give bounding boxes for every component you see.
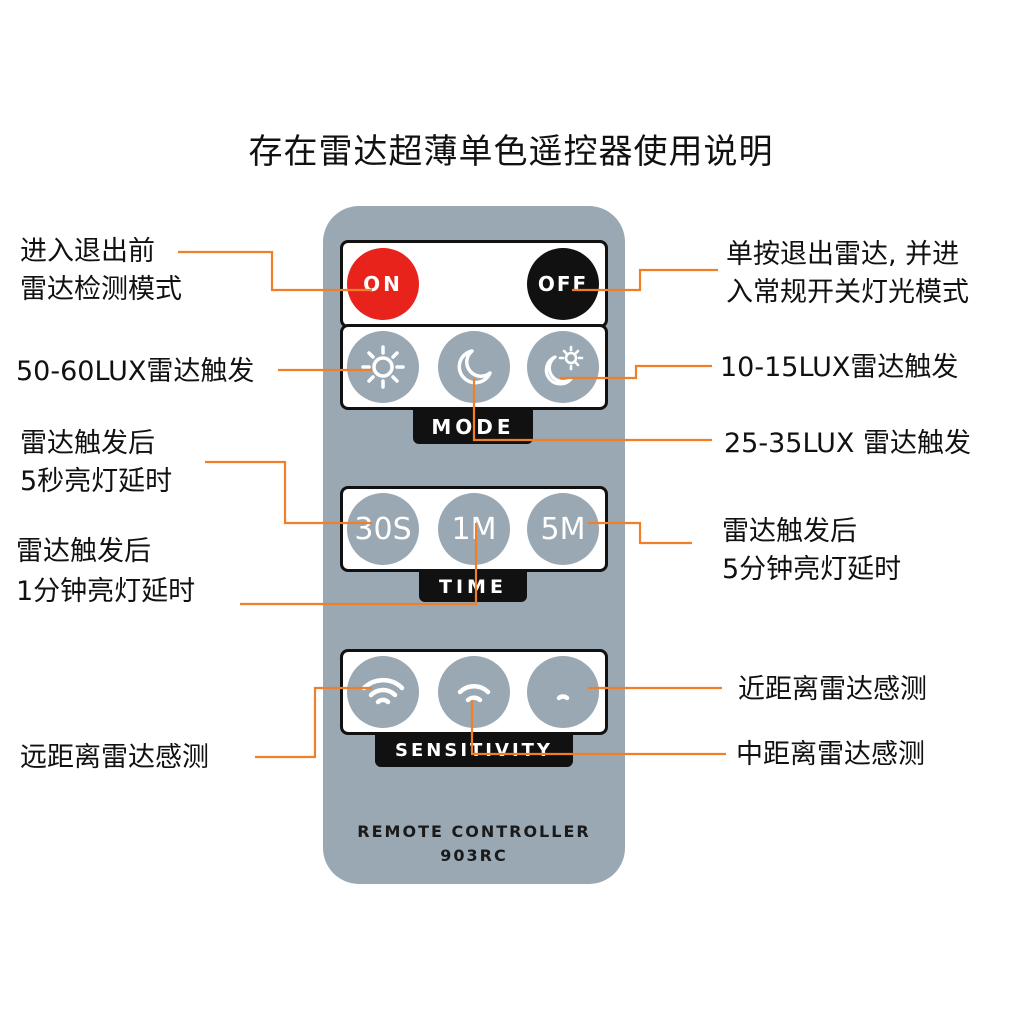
- remote-controller-body: ON OFF: [323, 206, 625, 884]
- mode-sun-button[interactable]: [347, 331, 419, 403]
- annotation-mode-sun: 50-60LUX雷达触发: [16, 356, 255, 387]
- model-number: 903RC: [440, 846, 508, 865]
- annotation-sens-mid: 中距离雷达感测: [736, 739, 925, 770]
- annotation-time-5m-line1: 雷达触发后: [722, 516, 857, 547]
- annotation-on-line2: 雷达检测模式: [20, 274, 182, 305]
- time-1m-label: 1M: [451, 511, 497, 547]
- annotation-on-line1: 进入退出前: [20, 236, 155, 267]
- leader-time-30s: [205, 460, 372, 525]
- time-30s-label: 30S: [354, 511, 412, 547]
- annotation-mode-moon: 25-35LUX 雷达触发: [724, 428, 971, 459]
- off-button-label: OFF: [537, 272, 589, 296]
- moon-icon: [457, 349, 492, 385]
- leader-sens-far: [255, 686, 372, 759]
- model-name: REMOTE CONTROLLER: [357, 822, 591, 841]
- annotation-time-1m-line2: 1分钟亮灯延时: [16, 576, 196, 607]
- sensitivity-near-button[interactable]: [527, 656, 599, 728]
- on-button-label: ON: [363, 272, 403, 296]
- wifi-weak-icon: [556, 694, 570, 701]
- leader-off: [572, 268, 718, 292]
- time-1m-button[interactable]: 1M: [438, 493, 510, 565]
- annotation-off-line2: 入常规开关灯光模式: [726, 277, 969, 308]
- time-30s-button[interactable]: 30S: [347, 493, 419, 565]
- sun-icon: [361, 345, 405, 389]
- annotation-mode-moon-sun: 10-15LUX雷达触发: [720, 352, 959, 383]
- wifi-medium-icon: [457, 684, 491, 703]
- on-button[interactable]: ON: [347, 248, 419, 320]
- sensitivity-far-button[interactable]: [347, 656, 419, 728]
- time-5m-label: 5M: [540, 511, 586, 547]
- sensitivity-panel: [340, 649, 608, 735]
- leader-sens-mid: [470, 700, 726, 756]
- annotation-time-30s-line2: 5秒亮灯延时: [20, 466, 173, 497]
- leader-time-1m: [240, 523, 478, 606]
- time-panel: 30S 1M 5M: [340, 486, 608, 572]
- page-title: 存在雷达超薄单色遥控器使用说明: [248, 132, 774, 172]
- sensitivity-mid-button[interactable]: [438, 656, 510, 728]
- annotation-time-5m-line2: 5分钟亮灯延时: [722, 554, 902, 585]
- time-label: TIME: [419, 572, 527, 602]
- wifi-strong-icon: [361, 677, 405, 705]
- time-5m-button[interactable]: 5M: [527, 493, 599, 565]
- moon-sun-icon: [544, 345, 584, 386]
- annotation-time-1m-line1: 雷达触发后: [16, 536, 151, 567]
- annotation-off-line1: 单按退出雷达, 并进: [726, 239, 960, 270]
- off-button[interactable]: OFF: [527, 248, 599, 320]
- mode-moon-sun-button[interactable]: [527, 331, 599, 403]
- power-panel: ON OFF: [340, 240, 608, 328]
- leader-time-5m: [588, 521, 692, 545]
- annotation-sens-far: 远距离雷达感测: [20, 742, 209, 773]
- leader-mode-moon: [472, 378, 712, 442]
- annotation-sens-near: 近距离雷达感测: [738, 674, 927, 705]
- annotation-time-30s-line1: 雷达触发后: [20, 428, 155, 459]
- leader-on: [178, 250, 372, 292]
- leader-mode-moon-sun: [560, 364, 712, 380]
